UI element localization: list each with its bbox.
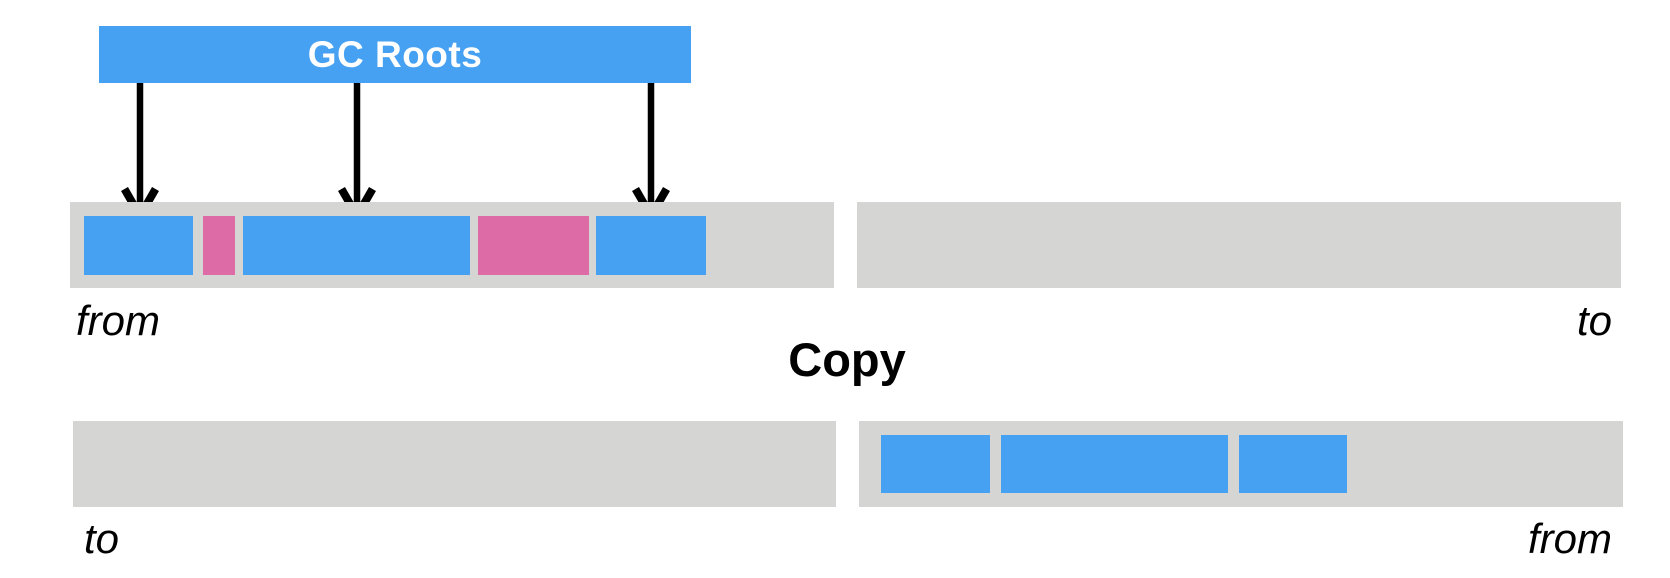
to-label-top: to <box>1576 297 1612 344</box>
gc-root-arrow <box>121 83 159 225</box>
to-label-bottom: to <box>84 515 120 562</box>
heap-to-space-after <box>73 421 836 507</box>
live-object-block <box>881 435 990 493</box>
heap-to-space-before <box>857 202 1621 288</box>
live-object-block <box>596 216 706 275</box>
gc-root-arrow <box>338 83 376 225</box>
live-object-block <box>243 216 470 275</box>
garbage-object-block <box>203 216 235 275</box>
gc-root-arrow <box>632 83 670 225</box>
heap-from-space-before <box>70 202 834 288</box>
gc-roots-label: GC Roots <box>307 33 483 75</box>
live-object-block <box>1239 435 1347 493</box>
live-object-block <box>84 216 193 275</box>
garbage-object-block <box>478 216 589 275</box>
from-label-top: from <box>76 297 160 344</box>
from-label-bottom: from <box>1528 515 1612 562</box>
copy-step-label: Copy <box>788 333 906 386</box>
live-object-block <box>1001 435 1228 493</box>
heap-from-space-after <box>859 421 1623 507</box>
gc-roots-box: GC Roots <box>99 26 691 83</box>
